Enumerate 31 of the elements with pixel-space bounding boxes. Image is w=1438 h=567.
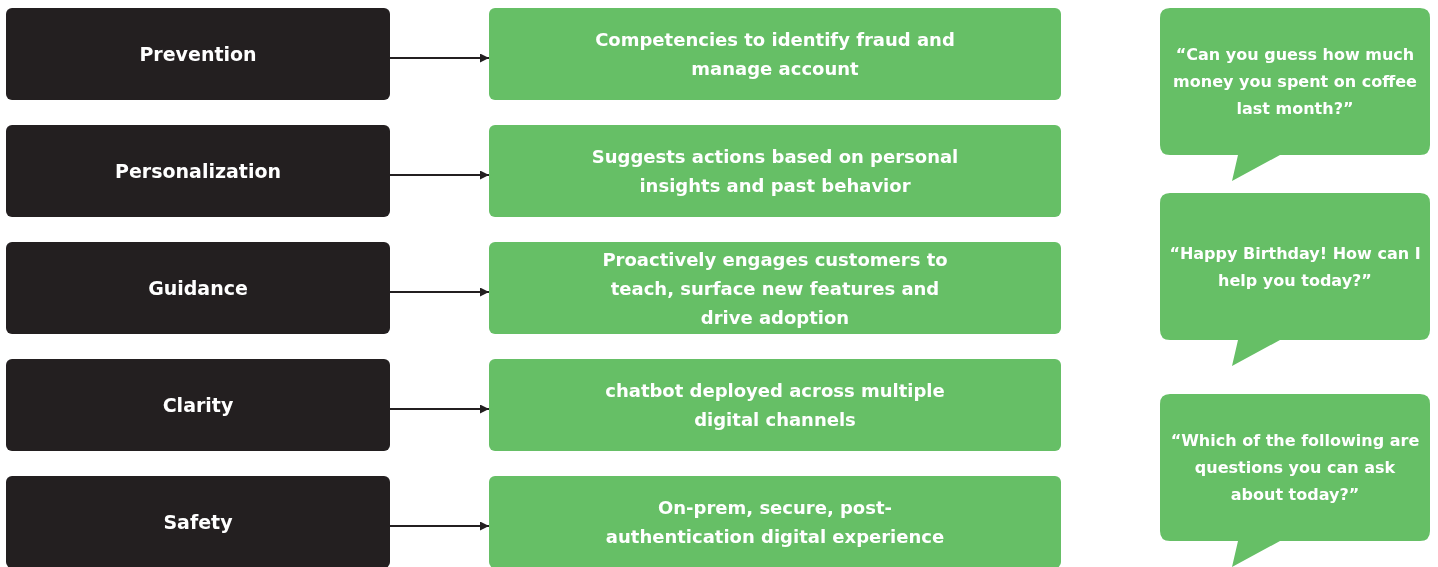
category-box	[6, 242, 390, 334]
category-box	[6, 8, 390, 100]
speech-bubble	[1160, 8, 1430, 181]
feature-text: Competencies to identify fraud and manage account	[594, 28, 956, 81]
arrow	[389, 287, 490, 297]
feature-box	[489, 8, 1061, 100]
feature-box	[489, 359, 1061, 451]
arrow	[389, 53, 490, 63]
feature-box	[489, 125, 1061, 217]
quote-text: “Happy Birthday! How can I help you today?”	[1168, 242, 1422, 292]
quote-text: “Which of the following are questions you can ask about today?”	[1169, 430, 1421, 506]
feature-text: Proactively engages customers to teach, surface new features and drive adoption	[601, 247, 949, 330]
arrow	[389, 170, 490, 180]
category-label: Prevention	[139, 43, 257, 65]
speech-bubble	[1160, 394, 1430, 567]
speech-bubble	[1160, 193, 1430, 366]
category-label: Guidance	[148, 277, 248, 299]
category-box	[6, 125, 390, 217]
feature-box	[489, 242, 1061, 334]
feature-text: On-prem, secure, post-authentication digital experience	[604, 496, 946, 549]
feature-box	[489, 476, 1061, 567]
quote-text: “Can you guess how much money you spent on coffee last month?”	[1172, 44, 1418, 120]
category-box	[6, 476, 390, 567]
category-label: Personalization	[115, 160, 281, 182]
feature-text: chatbot deployed across multiple digital channels	[604, 379, 946, 432]
arrow	[389, 521, 490, 531]
category-box	[6, 359, 390, 451]
arrow	[389, 404, 490, 414]
category-label: Safety	[163, 511, 233, 533]
category-label: Clarity	[162, 394, 234, 416]
feature-text: Suggests actions based on personal insights and past behavior	[590, 145, 960, 198]
